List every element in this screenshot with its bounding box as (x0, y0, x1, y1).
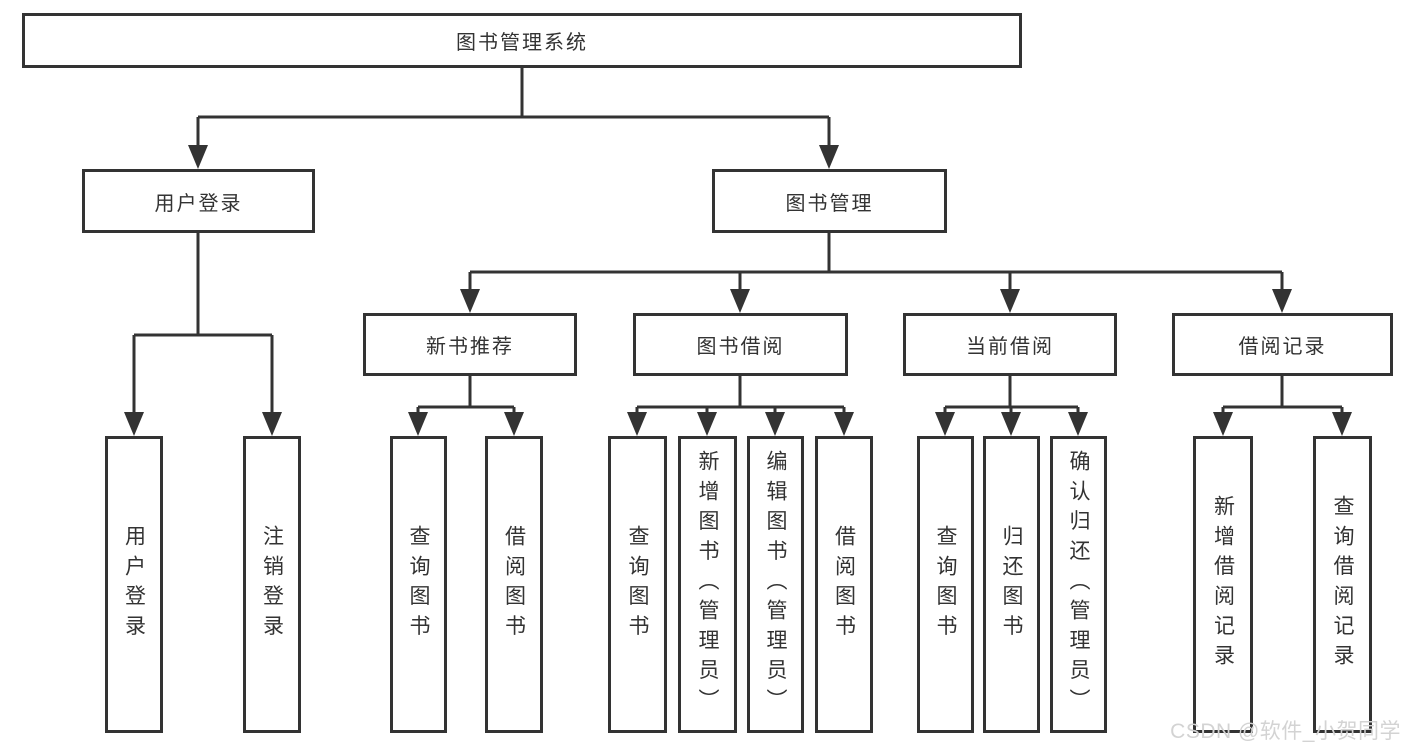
node-label: 当前借阅 (966, 336, 1054, 358)
node-label: 借阅记录 (1238, 336, 1327, 358)
node-book-management: 图书管理 (712, 169, 947, 233)
node-label: 查询图书 (934, 524, 958, 645)
node-label: 新书推荐 (426, 336, 514, 358)
leaf-edit-books-admin: 编辑图书（管理员） (747, 436, 804, 733)
leaf-add-books-admin: 新增图书（管理员） (678, 436, 737, 733)
node-label: 用户登录 (122, 524, 146, 645)
leaf-query-borrow-record: 查询借阅记录 (1313, 436, 1372, 733)
node-label: 图书管理系统 (456, 32, 588, 54)
node-current-borrowing: 当前借阅 (903, 313, 1117, 376)
leaf-user-login: 用户登录 (105, 436, 163, 733)
leaf-return-books: 归还图书 (983, 436, 1040, 733)
node-user-login: 用户登录 (82, 169, 315, 233)
leaf-borrow-books-recommend: 借阅图书 (485, 436, 543, 733)
watermark: CSDN @软件_小贺同学 (1170, 720, 1401, 743)
node-new-book-recommend: 新书推荐 (363, 313, 577, 376)
node-borrowing-records: 借阅记录 (1172, 313, 1393, 376)
node-label: 确认归还（管理员） (1067, 450, 1091, 719)
leaf-borrow-books: 借阅图书 (815, 436, 873, 733)
node-label: 新增图书（管理员） (696, 450, 720, 719)
node-label: 查询借阅记录 (1331, 495, 1355, 674)
node-label: 借阅图书 (832, 524, 856, 645)
leaf-query-books-borrow: 查询图书 (608, 436, 667, 733)
node-label: 用户登录 (154, 192, 243, 215)
node-label: 借阅图书 (502, 524, 526, 645)
leaf-query-books-recommend: 查询图书 (390, 436, 447, 733)
leaf-add-borrow-record: 新增借阅记录 (1193, 436, 1253, 733)
node-label: 图书管理 (785, 192, 874, 215)
node-label: 注销登录 (260, 524, 284, 645)
leaf-query-books-current: 查询图书 (917, 436, 974, 733)
node-label: 查询图书 (407, 524, 431, 645)
node-label: 编辑图书（管理员） (764, 450, 788, 719)
leaf-confirm-return-admin: 确认归还（管理员） (1050, 436, 1107, 733)
node-label: 图书借阅 (696, 336, 785, 358)
node-label: 查询图书 (626, 524, 650, 645)
node-label: 归还图书 (1000, 524, 1024, 645)
node-book-borrowing: 图书借阅 (633, 313, 848, 376)
leaf-logout: 注销登录 (243, 436, 301, 733)
node-library-system-root: 图书管理系统 (22, 13, 1022, 68)
node-label: 新增借阅记录 (1211, 495, 1235, 674)
